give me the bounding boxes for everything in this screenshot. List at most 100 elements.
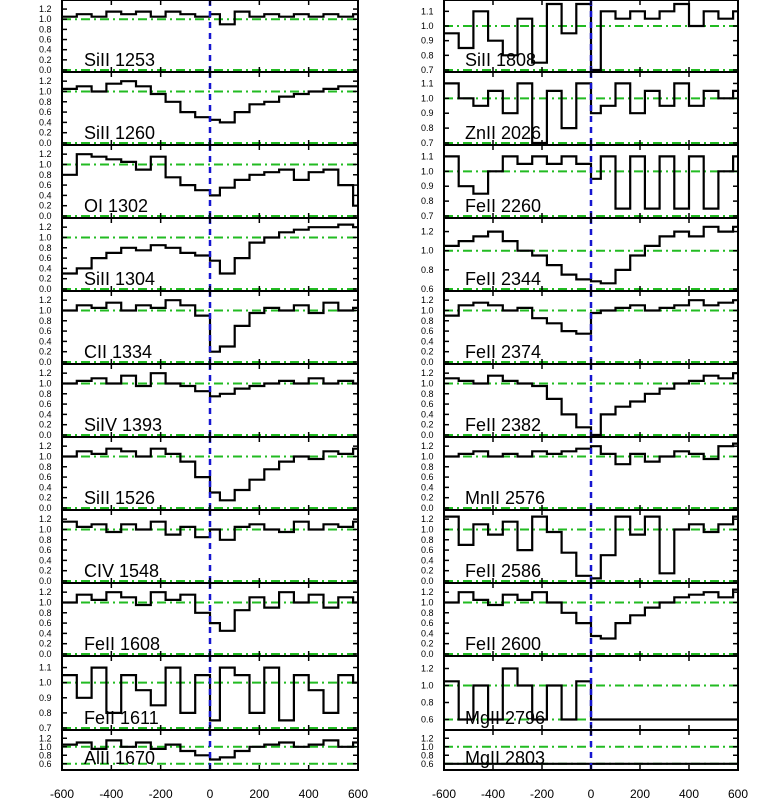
y-tick-label: 1.2 bbox=[421, 514, 434, 524]
panel-label: MnII 2576 bbox=[465, 488, 545, 508]
panel-label: FeII 2600 bbox=[465, 634, 541, 654]
y-tick-label: 1.0 bbox=[39, 678, 52, 688]
y-tick-label: 0.6 bbox=[39, 545, 52, 555]
panel-label: SiII 1304 bbox=[84, 269, 155, 289]
x-tick-label: 0 bbox=[588, 787, 595, 801]
spectrum-line bbox=[62, 666, 358, 722]
y-tick-label: 0.6 bbox=[421, 545, 434, 555]
y-tick-label: 1.2 bbox=[39, 441, 52, 451]
y-tick-label: 1.1 bbox=[39, 663, 52, 673]
y-tick-label: 0.0 bbox=[39, 284, 52, 294]
y-tick-label: 0.2 bbox=[39, 347, 52, 357]
y-tick-label: 0.2 bbox=[39, 274, 52, 284]
y-tick-label: 0.8 bbox=[39, 608, 52, 618]
spectrum-line bbox=[444, 82, 738, 145]
y-tick-label: 0.4 bbox=[39, 45, 52, 55]
spectrum-line bbox=[62, 153, 358, 207]
x-tick-label: 400 bbox=[679, 787, 699, 801]
y-tick-label: 1.2 bbox=[421, 227, 434, 237]
panel-label: FeII 2344 bbox=[465, 269, 541, 289]
y-tick-label: 1.1 bbox=[421, 78, 434, 88]
spectrum-line bbox=[444, 155, 738, 210]
y-tick-label: 1.2 bbox=[39, 149, 52, 159]
y-tick-label: 0.4 bbox=[421, 409, 434, 419]
y-tick-label: 0.2 bbox=[39, 128, 52, 138]
spectrum-line bbox=[62, 520, 358, 541]
y-tick-label: 0.0 bbox=[421, 357, 434, 367]
y-tick-label: 1.0 bbox=[421, 742, 434, 752]
y-tick-label: 1.2 bbox=[39, 222, 52, 232]
spectrum-line bbox=[62, 591, 358, 632]
y-tick-label: 0.6 bbox=[39, 107, 52, 117]
spectrum-line bbox=[62, 372, 358, 398]
x-tick-label: -200 bbox=[530, 787, 554, 801]
y-tick-label: 1.0 bbox=[421, 93, 434, 103]
y-tick-label: 0.8 bbox=[421, 196, 434, 206]
y-tick-label: 1.0 bbox=[421, 246, 434, 256]
y-tick-label: 1.2 bbox=[39, 514, 52, 524]
x-tick-label: 400 bbox=[299, 787, 319, 801]
y-tick-label: 0.4 bbox=[39, 190, 52, 200]
y-tick-label: 0.2 bbox=[39, 566, 52, 576]
panel-label: SiII 1808 bbox=[465, 50, 536, 70]
y-tick-label: 1.0 bbox=[421, 166, 434, 176]
y-tick-label: 0.4 bbox=[39, 263, 52, 273]
y-tick-label: 1.2 bbox=[39, 368, 52, 378]
y-tick-label: 0.8 bbox=[421, 265, 434, 275]
y-tick-label: 0.6 bbox=[39, 326, 52, 336]
y-tick-label: 0.7 bbox=[421, 138, 434, 148]
spectrum-line bbox=[444, 225, 738, 285]
x-tick-label: -400 bbox=[99, 787, 123, 801]
spectrum-line bbox=[62, 447, 358, 502]
y-tick-label: 0.8 bbox=[421, 50, 434, 60]
y-tick-label: 0.9 bbox=[39, 693, 52, 703]
spectrum-line bbox=[444, 667, 738, 721]
y-tick-label: 1.0 bbox=[421, 451, 434, 461]
y-tick-label: 0.8 bbox=[39, 97, 52, 107]
y-tick-label: 1.2 bbox=[421, 441, 434, 451]
y-tick-label: 0.9 bbox=[421, 181, 434, 191]
y-tick-label: 0.4 bbox=[39, 409, 52, 419]
y-tick-label: 0.6 bbox=[421, 284, 434, 294]
y-tick-label: 1.2 bbox=[421, 295, 434, 305]
y-tick-label: 0.6 bbox=[39, 759, 52, 769]
y-tick-label: 0.8 bbox=[421, 316, 434, 326]
y-tick-label: 0.0 bbox=[39, 138, 52, 148]
spectrum-line bbox=[444, 372, 738, 437]
y-tick-label: 0.7 bbox=[39, 723, 52, 733]
y-tick-label: 0.6 bbox=[421, 759, 434, 769]
y-tick-label: 0.6 bbox=[421, 715, 434, 725]
y-tick-label: 1.2 bbox=[421, 587, 434, 597]
y-tick-label: 0.2 bbox=[421, 420, 434, 430]
y-tick-label: 0.6 bbox=[39, 253, 52, 263]
y-tick-label: 0.4 bbox=[39, 482, 52, 492]
x-tick-label: 600 bbox=[728, 787, 748, 801]
y-tick-label: 0.6 bbox=[421, 618, 434, 628]
x-tick-label: 200 bbox=[630, 787, 650, 801]
y-tick-label: 0.6 bbox=[39, 35, 52, 45]
y-tick-label: 0.8 bbox=[39, 170, 52, 180]
y-tick-label: 1.0 bbox=[39, 378, 52, 388]
y-tick-label: 1.2 bbox=[39, 76, 52, 86]
y-tick-label: 0.8 bbox=[39, 750, 52, 760]
panel-label: FeII 2260 bbox=[465, 196, 541, 216]
y-tick-label: 0.2 bbox=[421, 493, 434, 503]
spectrum-line bbox=[444, 515, 738, 580]
panel-label: ZnII 2026 bbox=[465, 123, 541, 143]
x-tick-label: -600 bbox=[432, 787, 456, 801]
y-tick-label: 1.0 bbox=[39, 86, 52, 96]
y-tick-label: 1.0 bbox=[39, 305, 52, 315]
x-tick-label: 200 bbox=[249, 787, 269, 801]
spectrum-line bbox=[444, 2, 738, 72]
y-tick-label: 0.8 bbox=[39, 24, 52, 34]
y-tick-label: 1.0 bbox=[39, 524, 52, 534]
y-tick-label: 0.8 bbox=[39, 535, 52, 545]
y-tick-label: 0.0 bbox=[421, 503, 434, 513]
